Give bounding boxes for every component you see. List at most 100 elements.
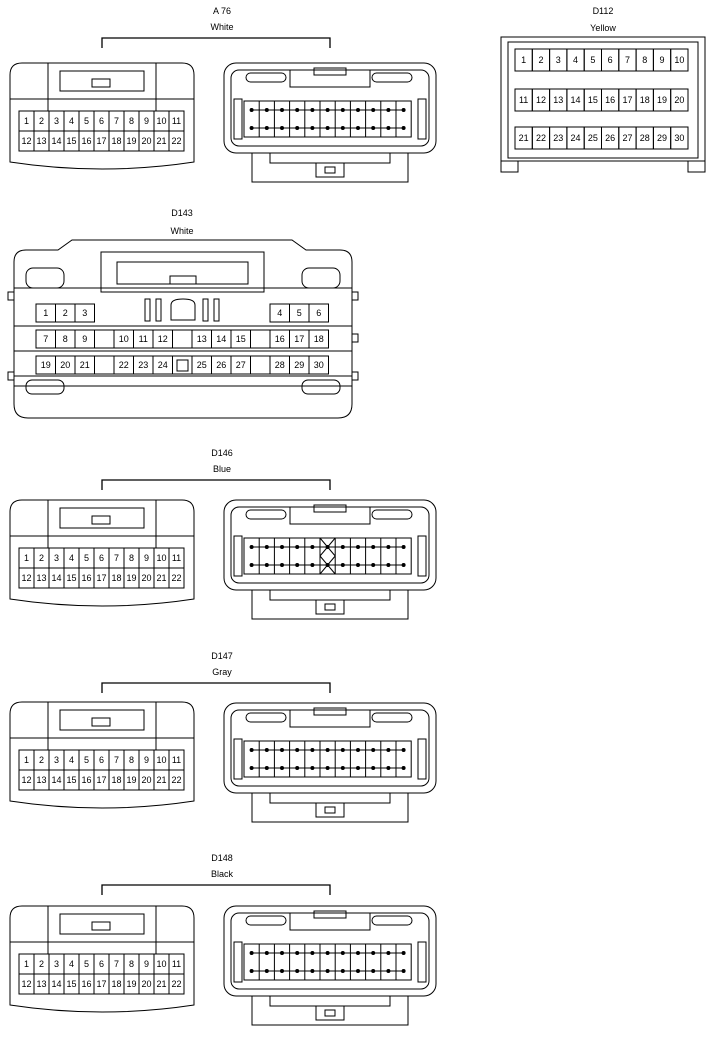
pin-number: 2	[39, 116, 44, 126]
pin-number: 5	[84, 959, 89, 969]
pin-number: 21	[156, 136, 166, 146]
pin-number: 23	[553, 133, 563, 143]
pin-number: 18	[111, 136, 121, 146]
pin-cell	[168, 130, 185, 152]
connector-name: D143	[171, 208, 193, 218]
side-clip	[352, 333, 359, 343]
pin-number: 1	[24, 755, 29, 765]
connector-color: Gray	[212, 667, 232, 677]
pin-number: 26	[605, 133, 615, 143]
pin-number: 18	[111, 775, 121, 785]
pin-number: 15	[66, 775, 76, 785]
pin-number: 11	[519, 95, 528, 105]
side-rib	[417, 941, 427, 983]
pin-number: 21	[156, 573, 166, 583]
connector-name: A 76	[213, 6, 231, 16]
pin-number: 3	[556, 55, 561, 65]
terminal-dot	[401, 969, 406, 973]
pin-number: 10	[156, 959, 166, 969]
latch-tab	[91, 717, 111, 727]
pin-number: 6	[99, 959, 104, 969]
guide-rib	[213, 298, 220, 322]
pin-number: 4	[573, 55, 578, 65]
pin-number: 7	[625, 55, 630, 65]
lock-tab	[324, 1009, 336, 1017]
pin-number: 13	[36, 136, 46, 146]
corner-lock	[25, 267, 65, 289]
bracket-line	[101, 37, 331, 48]
pin-number: 27	[236, 360, 246, 370]
lower-body	[251, 996, 409, 1026]
latch-tab	[313, 707, 347, 716]
pin-cell	[168, 567, 185, 589]
pin-number: 12	[21, 775, 31, 785]
latch-frame	[100, 251, 265, 293]
pin-number: 25	[197, 360, 207, 370]
pin-number: 12	[21, 573, 31, 583]
pin-number: 2	[63, 308, 68, 318]
small-key	[176, 359, 189, 372]
lower-body	[269, 996, 391, 1007]
pin-cell	[308, 355, 329, 375]
inner-wall	[230, 69, 430, 147]
latch-frame	[47, 499, 157, 537]
pin-cell	[168, 973, 185, 995]
pin-number: 20	[141, 136, 151, 146]
pin-number: 1	[24, 959, 29, 969]
pin-number: 14	[51, 775, 61, 785]
terminal-dot	[401, 108, 406, 112]
latch-tab	[313, 504, 347, 513]
pin-number: 29	[294, 360, 304, 370]
pin-number: 13	[553, 95, 563, 105]
pin-number: 18	[111, 573, 121, 583]
side-rib	[233, 738, 243, 780]
pin-number: 9	[144, 755, 149, 765]
latch-tab	[91, 78, 111, 88]
lower-body	[251, 153, 409, 183]
pin-number: 18	[314, 334, 324, 344]
side-rib	[233, 98, 243, 140]
latch-window	[59, 70, 145, 92]
pin-number: 5	[84, 553, 89, 563]
pin-number: 28	[640, 133, 650, 143]
connector-name: D146	[211, 448, 233, 458]
pin-number: 10	[156, 553, 166, 563]
slot	[371, 712, 413, 723]
terminal-dot	[401, 563, 406, 567]
blank-cavity	[172, 329, 193, 349]
bracket-line	[101, 884, 331, 895]
pin-number: 17	[96, 136, 106, 146]
corner-lock	[301, 267, 341, 289]
pin-number: 14	[571, 95, 581, 105]
pin-number: 9	[660, 55, 665, 65]
lock-tab	[324, 166, 336, 174]
connector-housing	[9, 701, 195, 809]
lock-tab	[315, 599, 345, 615]
pin-number: 9	[82, 334, 87, 344]
connector-housing	[500, 36, 706, 162]
pin-number: 25	[588, 133, 598, 143]
guide-rib	[155, 298, 162, 322]
pin-number: 10	[156, 755, 166, 765]
pin-number: 7	[114, 959, 119, 969]
pin-number: 13	[36, 979, 46, 989]
connector-housing	[223, 499, 437, 591]
pin-number: 1	[24, 116, 29, 126]
latch-tab	[91, 921, 111, 931]
connector-housing	[9, 905, 195, 1013]
slot	[371, 915, 413, 926]
pin-number: 14	[51, 573, 61, 583]
pin-number: 14	[216, 334, 226, 344]
lower-body	[269, 793, 391, 804]
latch-tab	[313, 67, 347, 76]
latch-tab	[169, 275, 197, 285]
pin-number: 2	[39, 553, 44, 563]
pin-grid	[243, 740, 412, 778]
slot	[245, 915, 287, 926]
pin-number: 18	[111, 979, 121, 989]
pin-number: 4	[69, 116, 74, 126]
pin-number: 16	[605, 95, 615, 105]
